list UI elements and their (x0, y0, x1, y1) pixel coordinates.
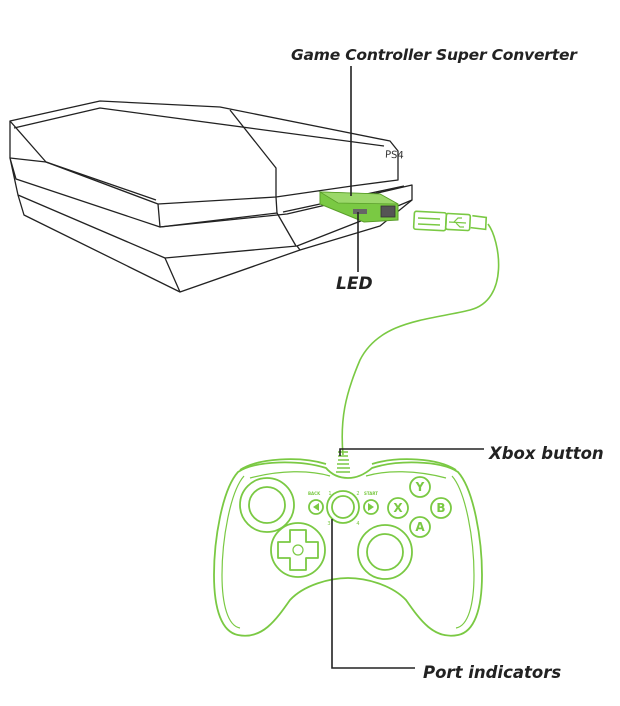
xbox-leader (339, 448, 484, 456)
left-stick (248, 486, 286, 524)
dongle-led (353, 209, 367, 214)
left-bumper (239, 458, 327, 471)
usb-trident (448, 217, 467, 228)
usb-plug-head (412, 210, 448, 232)
face-button-b-ring (430, 497, 452, 519)
console-top-face (45, 161, 157, 201)
console-top-groove (13, 107, 385, 147)
xbox-button-label: Xbox button (489, 444, 604, 463)
port-number-1: 1 (328, 491, 331, 497)
console-top-split (229, 109, 277, 197)
led-label: LED (336, 274, 373, 294)
converter-label: Game Controller Super Converter (291, 46, 577, 64)
left-stick-ring (239, 477, 295, 533)
xbox-button (331, 495, 355, 519)
usb-plug-detail (417, 217, 441, 226)
xbox-controller (213, 458, 483, 637)
start-button (363, 499, 379, 515)
controller-shell (213, 461, 483, 637)
right-bumper (371, 458, 457, 471)
face-button-y-ring (409, 476, 431, 498)
ps4-console (9, 100, 413, 293)
start-label: START (364, 491, 378, 496)
face-button-x: X (393, 501, 403, 515)
cable-strain-relief (336, 451, 350, 473)
face-button-a: A (415, 520, 425, 534)
port-indicators-label: Port indicators (423, 663, 562, 682)
dongle-top (318, 191, 399, 205)
face-button-a-ring (409, 516, 431, 538)
start-arrow-icon (368, 503, 374, 511)
port-number-3: 3 (327, 521, 330, 527)
right-stick (366, 533, 404, 571)
console-brand-text: PS4 (384, 149, 405, 162)
face-button-b: B (436, 501, 445, 515)
console-top-slab (9, 100, 399, 205)
back-arrow-icon (313, 503, 319, 511)
face-button-x-ring (387, 497, 409, 519)
converter-dongle (318, 191, 399, 223)
right-stick-ring (357, 524, 413, 580)
console-bottom-front (164, 245, 301, 293)
dpad-center (292, 544, 304, 556)
back-label: BACK (308, 491, 321, 496)
port-number-2: 2 (356, 491, 359, 497)
controller-inner-shell (221, 475, 475, 629)
leader-lines (331, 66, 484, 669)
console-top-front-edge (157, 196, 278, 228)
dpad-ring (270, 522, 326, 578)
ports-leader (331, 519, 415, 669)
usb-icon (412, 210, 488, 232)
port-number-4: 4 (356, 521, 359, 527)
xbox-button-ring (326, 490, 360, 524)
controller-top-trim (249, 471, 447, 479)
console-bottom-right (299, 199, 413, 251)
usb-plug-grip (470, 214, 488, 231)
console-bottom-edge (17, 194, 181, 293)
dpad (277, 529, 319, 571)
dongle-port (380, 205, 396, 218)
back-button (308, 499, 324, 515)
face-button-y: Y (415, 480, 425, 494)
console-slot (276, 212, 297, 247)
usb-cable (341, 223, 500, 456)
usb-plug-body (444, 212, 472, 232)
